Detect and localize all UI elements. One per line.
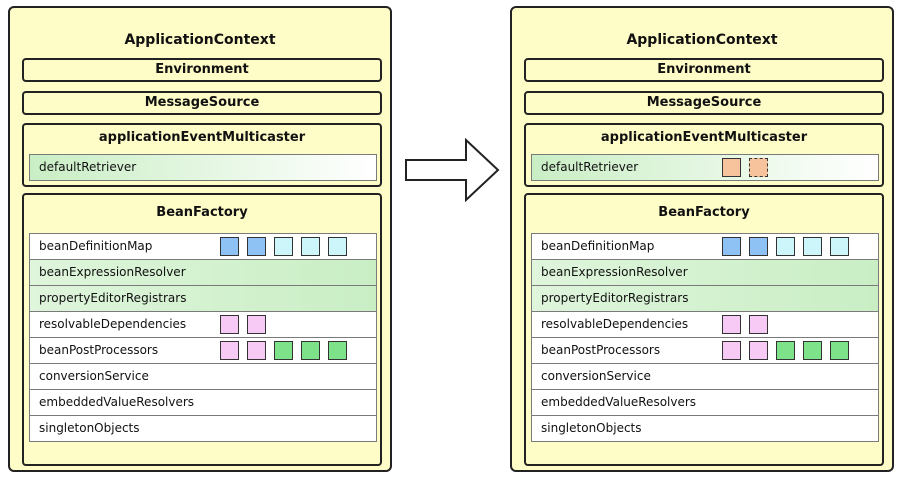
message-source-box: MessageSource bbox=[22, 91, 382, 115]
post-processor-square bbox=[830, 341, 849, 360]
bean-definition-map-row: beanDefinitionMap bbox=[531, 233, 879, 260]
bean-definition-square bbox=[247, 237, 266, 256]
post-processor-square bbox=[803, 341, 822, 360]
message-source-box: MessageSource bbox=[524, 91, 884, 115]
application-context-title: ApplicationContext bbox=[124, 32, 276, 48]
right-arrow-icon bbox=[405, 138, 500, 202]
resolvable-dependencies-row: resolvableDependencies bbox=[29, 311, 377, 338]
bean-expression-resolver-row: beanExpressionResolver bbox=[29, 259, 377, 286]
environment-box: Environment bbox=[22, 58, 382, 82]
event-multicaster-title: applicationEventMulticaster bbox=[98, 130, 306, 145]
property-editor-registrars-row: propertyEditorRegistrars bbox=[531, 285, 879, 312]
bean-definition-map-label: beanDefinitionMap bbox=[541, 239, 655, 253]
event-multicaster-box: applicationEventMulticaster defaultRetri… bbox=[22, 123, 382, 187]
bean-post-processors-label: beanPostProcessors bbox=[39, 343, 159, 357]
embedded-value-resolvers-row: embeddedValueResolvers bbox=[29, 389, 377, 416]
bean-definition-map-label: beanDefinitionMap bbox=[39, 239, 153, 253]
bean-definition-square bbox=[220, 237, 239, 256]
bean-definition-square bbox=[776, 237, 795, 256]
bean-expression-resolver-label: beanExpressionResolver bbox=[541, 265, 688, 279]
dependency-square bbox=[247, 315, 266, 334]
post-processor-square bbox=[328, 341, 347, 360]
bean-definition-square bbox=[749, 237, 768, 256]
bean-post-processors-row: beanPostProcessors bbox=[531, 337, 879, 364]
embedded-value-resolvers-label: embeddedValueResolvers bbox=[39, 395, 195, 409]
dependency-square bbox=[722, 315, 741, 334]
event-multicaster-box: applicationEventMulticaster defaultRetri… bbox=[524, 123, 884, 187]
application-context-before: ApplicationContext Environment MessageSo… bbox=[8, 6, 392, 472]
dependency-square bbox=[749, 315, 768, 334]
default-retriever-label: defaultRetriever bbox=[541, 160, 639, 174]
conversion-service-row: conversionService bbox=[29, 363, 377, 390]
conversion-service-label: conversionService bbox=[541, 369, 651, 383]
environment-box: Environment bbox=[524, 58, 884, 82]
property-editor-registrars-label: propertyEditorRegistrars bbox=[39, 291, 187, 305]
resolvable-dependencies-row: resolvableDependencies bbox=[531, 311, 879, 338]
default-retriever-row: defaultRetriever bbox=[531, 154, 879, 181]
resolvable-dependencies-label: resolvableDependencies bbox=[541, 317, 689, 331]
singleton-objects-label: singletonObjects bbox=[39, 421, 140, 435]
bean-factory-title: BeanFactory bbox=[658, 205, 750, 220]
application-context-title: ApplicationContext bbox=[626, 32, 778, 48]
default-retriever-label: defaultRetriever bbox=[39, 160, 137, 174]
conversion-service-label: conversionService bbox=[39, 369, 149, 383]
bean-post-processors-row: beanPostProcessors bbox=[29, 337, 377, 364]
bean-definition-square bbox=[830, 237, 849, 256]
bean-definition-square bbox=[274, 237, 293, 256]
resolvable-dependencies-label: resolvableDependencies bbox=[39, 317, 187, 331]
bean-factory-box: BeanFactory beanDefinitionMap beanExpres… bbox=[22, 193, 382, 466]
listener-square bbox=[722, 158, 741, 177]
bean-post-processors-label: beanPostProcessors bbox=[541, 343, 661, 357]
bean-definition-square bbox=[301, 237, 320, 256]
singleton-objects-label: singletonObjects bbox=[541, 421, 642, 435]
post-processor-square bbox=[749, 341, 768, 360]
embedded-value-resolvers-row: embeddedValueResolvers bbox=[531, 389, 879, 416]
bean-definition-square bbox=[722, 237, 741, 256]
bean-definition-square bbox=[328, 237, 347, 256]
conversion-service-row: conversionService bbox=[531, 363, 879, 390]
bean-factory-title: BeanFactory bbox=[156, 205, 248, 220]
listener-placeholder-square bbox=[749, 158, 768, 177]
embedded-value-resolvers-label: embeddedValueResolvers bbox=[541, 395, 697, 409]
singleton-objects-row: singletonObjects bbox=[531, 415, 879, 442]
singleton-objects-row: singletonObjects bbox=[29, 415, 377, 442]
post-processor-square bbox=[722, 341, 741, 360]
bean-definition-map-row: beanDefinitionMap bbox=[29, 233, 377, 260]
event-multicaster-title: applicationEventMulticaster bbox=[600, 130, 808, 145]
post-processor-square bbox=[274, 341, 293, 360]
post-processor-square bbox=[301, 341, 320, 360]
post-processor-square bbox=[776, 341, 795, 360]
default-retriever-row: defaultRetriever bbox=[29, 154, 377, 181]
bean-expression-resolver-row: beanExpressionResolver bbox=[531, 259, 879, 286]
application-context-after: ApplicationContext Environment MessageSo… bbox=[510, 6, 894, 472]
bean-definition-square bbox=[803, 237, 822, 256]
post-processor-square bbox=[220, 341, 239, 360]
bean-factory-box: BeanFactory beanDefinitionMap beanExpres… bbox=[524, 193, 884, 466]
property-editor-registrars-row: propertyEditorRegistrars bbox=[29, 285, 377, 312]
property-editor-registrars-label: propertyEditorRegistrars bbox=[541, 291, 689, 305]
dependency-square bbox=[220, 315, 239, 334]
bean-expression-resolver-label: beanExpressionResolver bbox=[39, 265, 186, 279]
post-processor-square bbox=[247, 341, 266, 360]
